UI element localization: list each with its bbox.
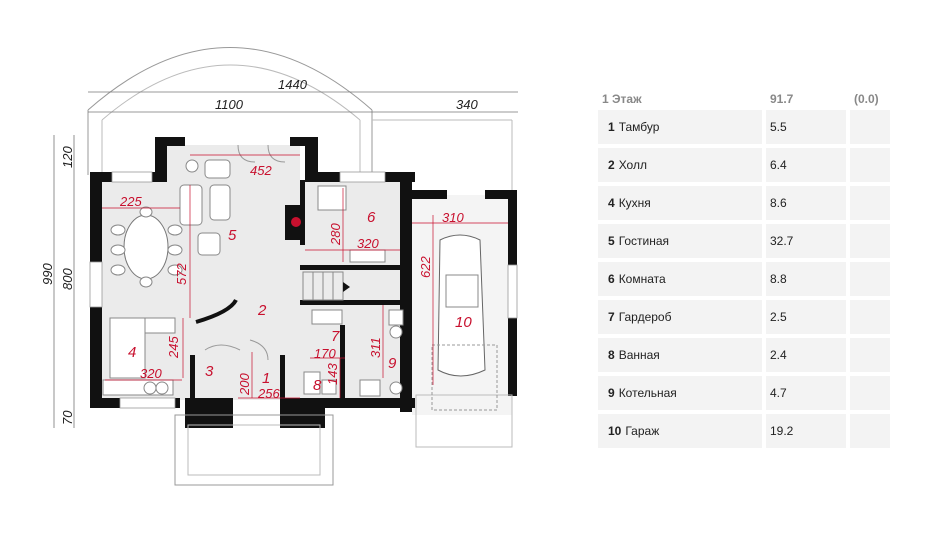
dim-bottom-offset: 70 (60, 410, 75, 425)
room-extra-cell (850, 186, 890, 220)
room-name: Ванная (618, 348, 660, 362)
dim-256: 256 (257, 386, 280, 401)
room-extra-cell (850, 414, 890, 448)
room-label-7: 7 (331, 328, 340, 345)
room-label-6: 6 (367, 209, 376, 226)
room-name: Холл (618, 158, 647, 172)
walls (90, 137, 517, 428)
room-number: 7 (608, 310, 615, 324)
terrace-arc-inner (101, 64, 361, 121)
room-area-cell: 8.8 (766, 262, 846, 296)
dim-225: 225 (119, 194, 142, 209)
room-name: Гараж (625, 424, 660, 438)
room-extra-cell (850, 300, 890, 334)
dim-572: 572 (174, 263, 189, 285)
room-area-cell: 19.2 (766, 414, 846, 448)
terrace-arc (87, 47, 373, 111)
dim-452: 452 (250, 163, 272, 178)
room-name: Гардероб (618, 310, 672, 324)
room-name: Тамбур (618, 120, 660, 134)
dim-143: 143 (325, 363, 340, 385)
room-extra-cell (850, 262, 890, 296)
room-area-cell: 5.5 (766, 110, 846, 144)
dim-310: 310 (442, 210, 464, 225)
area-table-header: 1 Этаж 91.7 (0.0) (598, 88, 894, 110)
room-label-1: 1 (262, 370, 270, 387)
room-area-cell: 2.5 (766, 300, 846, 334)
room-extra-cell (850, 224, 890, 258)
room-label-3: 3 (205, 363, 214, 380)
dim-total-height: 990 (40, 263, 55, 285)
floor-label: 1 Этаж (602, 92, 642, 106)
dim-top-offset: 120 (60, 146, 75, 168)
room-area-cell: 32.7 (766, 224, 846, 258)
room-name: Котельная (618, 386, 677, 400)
windows (89, 171, 518, 409)
room-number: 8 (608, 348, 615, 362)
room-area-cell: 4.7 (766, 376, 846, 410)
room-area-cell: 2.4 (766, 338, 846, 372)
floor-total-area: 91.7 (770, 92, 794, 106)
room-label-4: 4 (128, 344, 136, 361)
dim-height-main: 800 (60, 268, 75, 290)
dim-622: 622 (418, 256, 433, 278)
floor-extra: (0.0) (854, 92, 879, 106)
dim-width-left: 1100 (215, 97, 244, 112)
floor-plan: 1440 1100 340 990 800 120 70 (40, 47, 518, 486)
room-number: 6 (608, 272, 615, 286)
room-extra-cell (850, 376, 890, 410)
room-number: 10 (608, 424, 622, 438)
dim-width-right: 340 (456, 97, 478, 112)
room-label-9: 9 (388, 355, 397, 372)
room-area-cell: 6.4 (766, 148, 846, 182)
room-number: 5 (608, 234, 615, 248)
room-label-8: 8 (313, 377, 322, 394)
room-label-2: 2 (257, 302, 267, 319)
dim-245: 245 (166, 336, 181, 359)
room-number: 9 (608, 386, 615, 400)
room-area-cell: 8.6 (766, 186, 846, 220)
room-label-10: 10 (455, 314, 472, 331)
room-name: Кухня (618, 196, 651, 210)
room-extra-cell (850, 148, 890, 182)
room-extra-cell (850, 110, 890, 144)
room-extra-cell (850, 338, 890, 372)
room-name: Комната (618, 272, 666, 286)
room-number: 2 (608, 158, 615, 172)
dim-280: 280 (328, 223, 343, 246)
room-number: 1 (608, 120, 615, 134)
dim-total-width: 1440 (278, 77, 308, 92)
dim-200: 200 (237, 373, 252, 396)
dim-320-room6: 320 (357, 236, 379, 251)
room-name: Гостиная (618, 234, 670, 248)
room-number: 4 (608, 196, 615, 210)
room-label-5: 5 (228, 227, 237, 244)
dim-170: 170 (314, 346, 336, 361)
dim-311: 311 (368, 337, 383, 358)
dim-320-kitchen: 320 (140, 366, 162, 381)
